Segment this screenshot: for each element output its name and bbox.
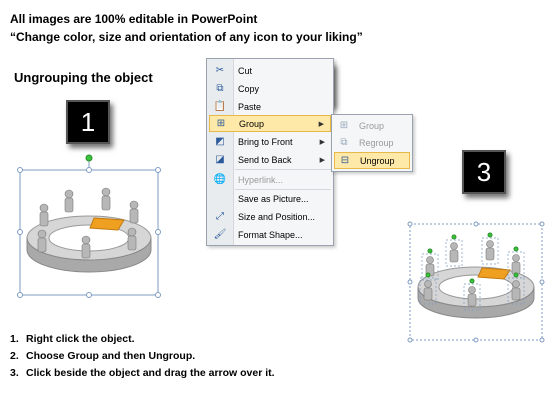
group-submenu: ⊞ Group ⧉ Regroup ⊟ Ungroup bbox=[331, 114, 413, 172]
ungrouped-ring-graphic[interactable] bbox=[404, 218, 550, 346]
submenu-item-ungroup[interactable]: ⊟ Ungroup bbox=[334, 152, 410, 169]
size-position-icon: ⤢ bbox=[216, 211, 224, 222]
menu-item-copy[interactable]: ⧉ Copy bbox=[209, 80, 331, 97]
submenu-arrow-icon: ▶ bbox=[319, 138, 325, 146]
menu-separator bbox=[235, 189, 331, 190]
submenu-item-label: Ungroup bbox=[360, 155, 395, 166]
instruction-2: 2. Choose Group and then Ungroup. bbox=[10, 350, 195, 362]
save-picture-icon bbox=[209, 190, 231, 207]
group-icon: ⊞ bbox=[339, 120, 349, 131]
instruction-text: Right click the object. bbox=[26, 333, 135, 345]
submenu-item-regroup[interactable]: ⧉ Regroup bbox=[334, 134, 410, 151]
menu-item-cut[interactable]: ✂ Cut bbox=[209, 62, 331, 79]
instruction-number: 1. bbox=[10, 333, 19, 345]
menu-item-size-and-position[interactable]: ⤢ Size and Position... bbox=[209, 208, 331, 225]
menu-separator bbox=[235, 169, 331, 170]
instruction-1: 1. Right click the object. bbox=[10, 333, 135, 345]
menu-item-label: Size and Position... bbox=[238, 211, 316, 222]
header-line-1: All images are 100% editable in PowerPoi… bbox=[10, 12, 258, 26]
menu-item-label: Send to Back bbox=[238, 154, 292, 165]
header-line-2: “Change color, size and orientation of a… bbox=[10, 30, 363, 44]
menu-item-label: Cut bbox=[238, 65, 253, 76]
menu-item-save-as-picture[interactable]: Save as Picture... bbox=[209, 190, 331, 207]
instruction-number: 3. bbox=[10, 367, 19, 379]
submenu-item-group[interactable]: ⊞ Group bbox=[334, 117, 410, 134]
menu-item-label: Hyperlink... bbox=[238, 174, 284, 185]
menu-item-label: Save as Picture... bbox=[238, 193, 309, 204]
menu-item-bring-to-front[interactable]: ◩ Bring to Front ▶ bbox=[209, 133, 331, 150]
ungroup-icon: ⊟ bbox=[340, 155, 350, 166]
grouped-ring-graphic[interactable] bbox=[14, 150, 166, 302]
regroup-icon: ⧉ bbox=[340, 137, 348, 148]
menu-item-label: Paste bbox=[238, 101, 262, 112]
instruction-3: 3. Click beside the object and drag the a… bbox=[10, 367, 275, 379]
hyperlink-icon: 🌐 bbox=[213, 174, 227, 185]
submenu-item-label: Regroup bbox=[359, 137, 394, 148]
submenu-arrow-icon: ▶ bbox=[318, 120, 324, 128]
menu-item-hyperlink[interactable]: 🌐 Hyperlink... bbox=[209, 171, 331, 188]
section-title: Ungrouping the object bbox=[14, 70, 153, 85]
context-menu: ✂ Cut ⧉ Copy 📋 Paste ⊞ Group ▶ ◩ Bring t… bbox=[206, 58, 334, 246]
menu-item-send-to-back[interactable]: ◪ Send to Back ▶ bbox=[209, 151, 331, 168]
instruction-text: Choose Group and then Ungroup. bbox=[26, 350, 196, 362]
scissors-icon: ✂ bbox=[215, 65, 225, 76]
step-1-badge: 1 bbox=[66, 100, 110, 144]
menu-item-label: Copy bbox=[238, 83, 260, 94]
menu-icon-gutter bbox=[207, 59, 234, 245]
menu-item-group[interactable]: ⊞ Group ▶ bbox=[209, 115, 331, 132]
copy-icon: ⧉ bbox=[216, 83, 224, 94]
submenu-arrow-icon: ▶ bbox=[319, 156, 325, 164]
submenu-item-label: Group bbox=[359, 120, 385, 131]
paste-icon: 📋 bbox=[213, 101, 227, 112]
bring-front-icon: ◩ bbox=[215, 136, 225, 147]
format-shape-icon: 🖌 bbox=[213, 229, 227, 240]
menu-item-label: Group bbox=[239, 118, 265, 129]
menu-item-label: Format Shape... bbox=[238, 229, 303, 240]
step-3-badge: 3 bbox=[462, 150, 506, 194]
instruction-text: Click beside the object and drag the arr… bbox=[26, 367, 275, 379]
menu-item-label: Bring to Front bbox=[238, 136, 293, 147]
menu-item-format-shape[interactable]: 🖌 Format Shape... bbox=[209, 226, 331, 243]
instruction-number: 2. bbox=[10, 350, 19, 362]
menu-item-paste[interactable]: 📋 Paste bbox=[209, 98, 331, 115]
group-icon: ⊞ bbox=[216, 118, 226, 129]
send-back-icon: ◪ bbox=[215, 154, 225, 165]
